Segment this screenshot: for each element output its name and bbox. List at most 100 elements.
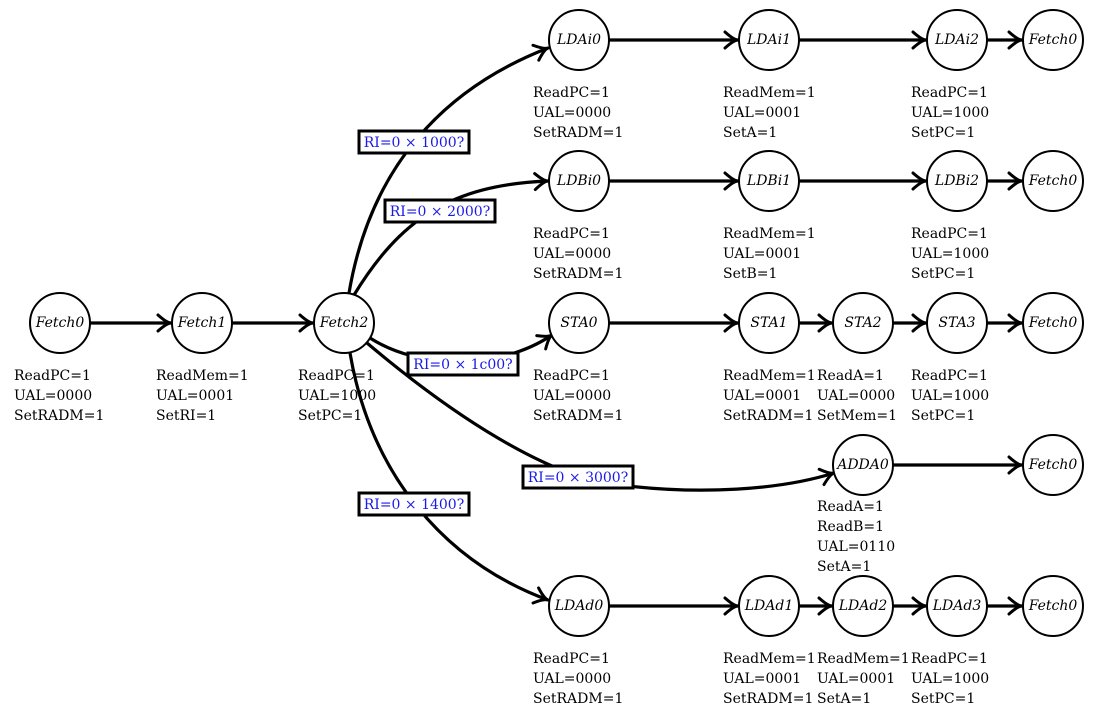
transition-ldbi0-ldbi1 <box>609 171 740 191</box>
state-node-sta3: STA3 <box>926 292 988 354</box>
state-circle <box>29 292 91 354</box>
condition-text: RI=0 × 1400? <box>364 497 464 513</box>
state-node-fetch1: Fetch1 <box>171 292 233 354</box>
state-circle <box>548 9 610 71</box>
signal-text: SetA=1 <box>817 559 871 575</box>
signal-text: UAL=0000 <box>533 671 611 687</box>
signal-text: UAL=0000 <box>533 105 611 121</box>
signal-text: UAL=0001 <box>723 671 801 687</box>
signal-text: ReadPC=1 <box>533 226 610 242</box>
condition-box <box>383 198 497 224</box>
state-node-ldad_f: Fetch0 <box>1022 575 1084 637</box>
state-node-ldai_f: Fetch0 <box>1022 9 1084 71</box>
state-label: LDAi2 <box>934 32 979 48</box>
signal-text: ReadPC=1 <box>533 368 610 384</box>
state-circle <box>1022 434 1084 496</box>
transition-ldbi1-ldbi2 <box>799 171 928 191</box>
transition-adda0-adda_f <box>893 455 1024 475</box>
state-label: LDAd3 <box>932 598 982 614</box>
signal-text: UAL=1000 <box>911 671 989 687</box>
condition-label: RI=0 × 1000? <box>357 129 471 155</box>
state-label: LDBi2 <box>934 173 979 189</box>
condition-box <box>521 464 635 490</box>
state-label: STA1 <box>750 315 787 331</box>
signal-text: ReadMem=1 <box>723 368 816 384</box>
signal-text: UAL=1000 <box>911 246 989 262</box>
transition-fetch2-ldad0 <box>348 352 550 605</box>
signal-text: SetRADM=1 <box>723 408 813 424</box>
arrowhead-icon <box>531 586 550 605</box>
signal-text: SetRADM=1 <box>723 691 813 707</box>
state-node-sta0: STA0 <box>548 292 610 354</box>
signal-text: ReadPC=1 <box>298 368 375 384</box>
transition-ldad1-ldad2 <box>799 596 834 616</box>
state-circle <box>926 150 988 212</box>
signal-text: SetRI=1 <box>156 408 216 424</box>
signal-text: UAL=0001 <box>817 671 895 687</box>
state-node-adda_f: Fetch0 <box>1022 434 1084 496</box>
state-node-ldad3: LDAd3 <box>926 575 988 637</box>
condition-box <box>357 491 471 517</box>
state-node-ldbi2: LDBi2 <box>926 150 988 212</box>
state-label: STA0 <box>560 315 597 331</box>
state-node-sta2: STA2 <box>832 292 894 354</box>
state-circle <box>171 292 233 354</box>
condition-text: RI=0 × 1c00? <box>413 357 512 373</box>
signal-text: UAL=0001 <box>723 388 801 404</box>
signal-text: ReadMem=1 <box>723 85 816 101</box>
state-circle <box>832 434 894 496</box>
state-label: Fetch0 <box>1028 598 1078 614</box>
signal-text: SetA=1 <box>817 691 871 707</box>
signal-text: UAL=1000 <box>911 388 989 404</box>
condition-label: RI=0 × 1400? <box>357 491 471 517</box>
signal-text: ReadPC=1 <box>14 368 91 384</box>
signal-text: UAL=0001 <box>723 246 801 262</box>
state-circle <box>926 9 988 71</box>
signal-text: SetPC=1 <box>911 125 975 141</box>
signal-text: SetB=1 <box>723 266 777 282</box>
condition-label: RI=0 × 1c00? <box>406 351 520 377</box>
state-node-sta_f: Fetch0 <box>1022 292 1084 354</box>
state-circle <box>738 9 800 71</box>
signal-text: SetPC=1 <box>911 408 975 424</box>
signal-text: UAL=0000 <box>817 388 895 404</box>
state-node-ldbi1: LDBi1 <box>738 150 800 212</box>
state-label: LDAd1 <box>744 598 794 614</box>
signal-text: ReadA=1 <box>817 499 884 515</box>
transition-edge <box>352 179 549 296</box>
condition-text: RI=0 × 3000? <box>528 470 628 486</box>
conditions-layer: RI=0 × 1000?RI=0 × 2000?RI=0 × 1c00?RI=0… <box>357 129 635 517</box>
transition-edge <box>348 352 549 602</box>
state-label: Fetch2 <box>319 315 369 331</box>
state-node-ldai2: LDAi2 <box>926 9 988 71</box>
state-node-ldad1: LDAd1 <box>738 575 800 637</box>
signal-text: ReadMem=1 <box>723 651 816 667</box>
signal-text: SetRADM=1 <box>14 408 104 424</box>
transition-ldad2-ldad3 <box>893 596 928 616</box>
transition-sta1-sta2 <box>799 313 834 333</box>
arrowhead-icon <box>531 43 550 62</box>
signal-text: SetRADM=1 <box>533 408 623 424</box>
signal-text: SetPC=1 <box>911 691 975 707</box>
state-label: STA2 <box>844 315 881 331</box>
transition-sta3-sta_f <box>987 313 1024 333</box>
state-circle <box>1022 575 1084 637</box>
state-label: LDAd0 <box>554 598 604 614</box>
state-node-ldai1: LDAi1 <box>738 9 800 71</box>
state-label: LDAd2 <box>838 598 888 614</box>
transition-fetch0-fetch1 <box>90 313 173 333</box>
transition-sta0-sta1 <box>609 313 740 333</box>
signal-text: ReadPC=1 <box>911 651 988 667</box>
transition-ldai0-ldai1 <box>609 30 740 50</box>
state-circle <box>738 575 800 637</box>
